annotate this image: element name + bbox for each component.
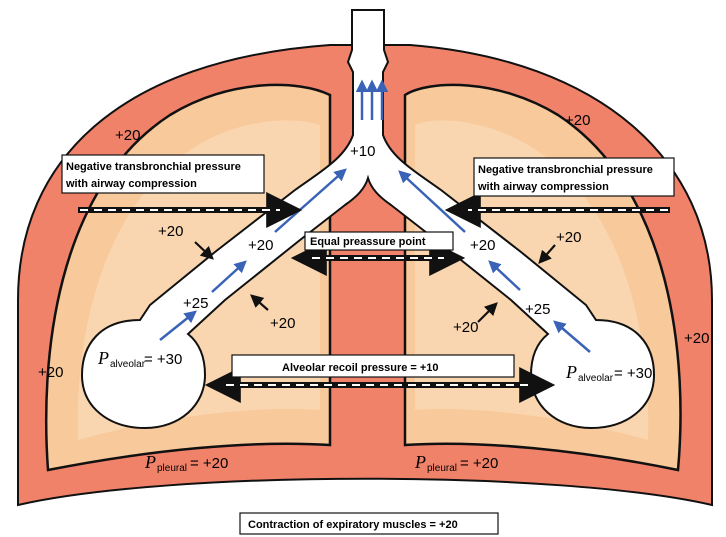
svg-text:P: P: [565, 362, 577, 382]
right-transbronchial-line1: Negative transbronchial pressure: [478, 164, 653, 176]
chest-wall-top-left: +20: [115, 127, 140, 144]
svg-text:alveolar: alveolar: [110, 359, 146, 370]
right-transbronchial-line2: with airway compression: [477, 181, 609, 193]
chest-wall-top-right: +20: [565, 112, 590, 129]
svg-text:P: P: [144, 452, 156, 472]
right-bronchus-mid: +25: [525, 301, 550, 318]
svg-text:pleural: pleural: [427, 463, 457, 474]
svg-text:= +20: = +20: [190, 455, 228, 472]
right-pleural-above: +20: [556, 229, 581, 246]
trachea-pressure: +10: [350, 143, 375, 160]
chest-wall-left-side: +20: [38, 364, 63, 381]
left-transbronchial-line2: with airway compression: [65, 178, 197, 190]
left-bronchus-mid: +25: [183, 295, 208, 312]
alveolar-recoil-label: Alveolar recoil pressure = +10: [282, 362, 439, 374]
svg-text:= +30: = +30: [614, 365, 652, 382]
left-transbronchial-line1: Negative transbronchial pressure: [66, 161, 241, 173]
left-pleural-below: +20: [270, 315, 295, 332]
left-bronchus-upper: +20: [248, 237, 273, 254]
expiratory-muscles-label: Contraction of expiratory muscles = +20: [248, 519, 458, 531]
svg-text:P: P: [97, 348, 109, 368]
left-pleural-above: +20: [158, 223, 183, 240]
svg-text:P: P: [414, 452, 426, 472]
equal-pressure-label: Equal preassure point: [310, 236, 426, 248]
svg-text:= +20: = +20: [460, 455, 498, 472]
chest-wall-right-side: +20: [684, 330, 709, 347]
svg-text:pleural: pleural: [157, 463, 187, 474]
right-bronchus-upper: +20: [470, 237, 495, 254]
svg-text:= +30: = +30: [144, 351, 182, 368]
svg-text:alveolar: alveolar: [578, 373, 614, 384]
right-pleural-below: +20: [453, 319, 478, 336]
